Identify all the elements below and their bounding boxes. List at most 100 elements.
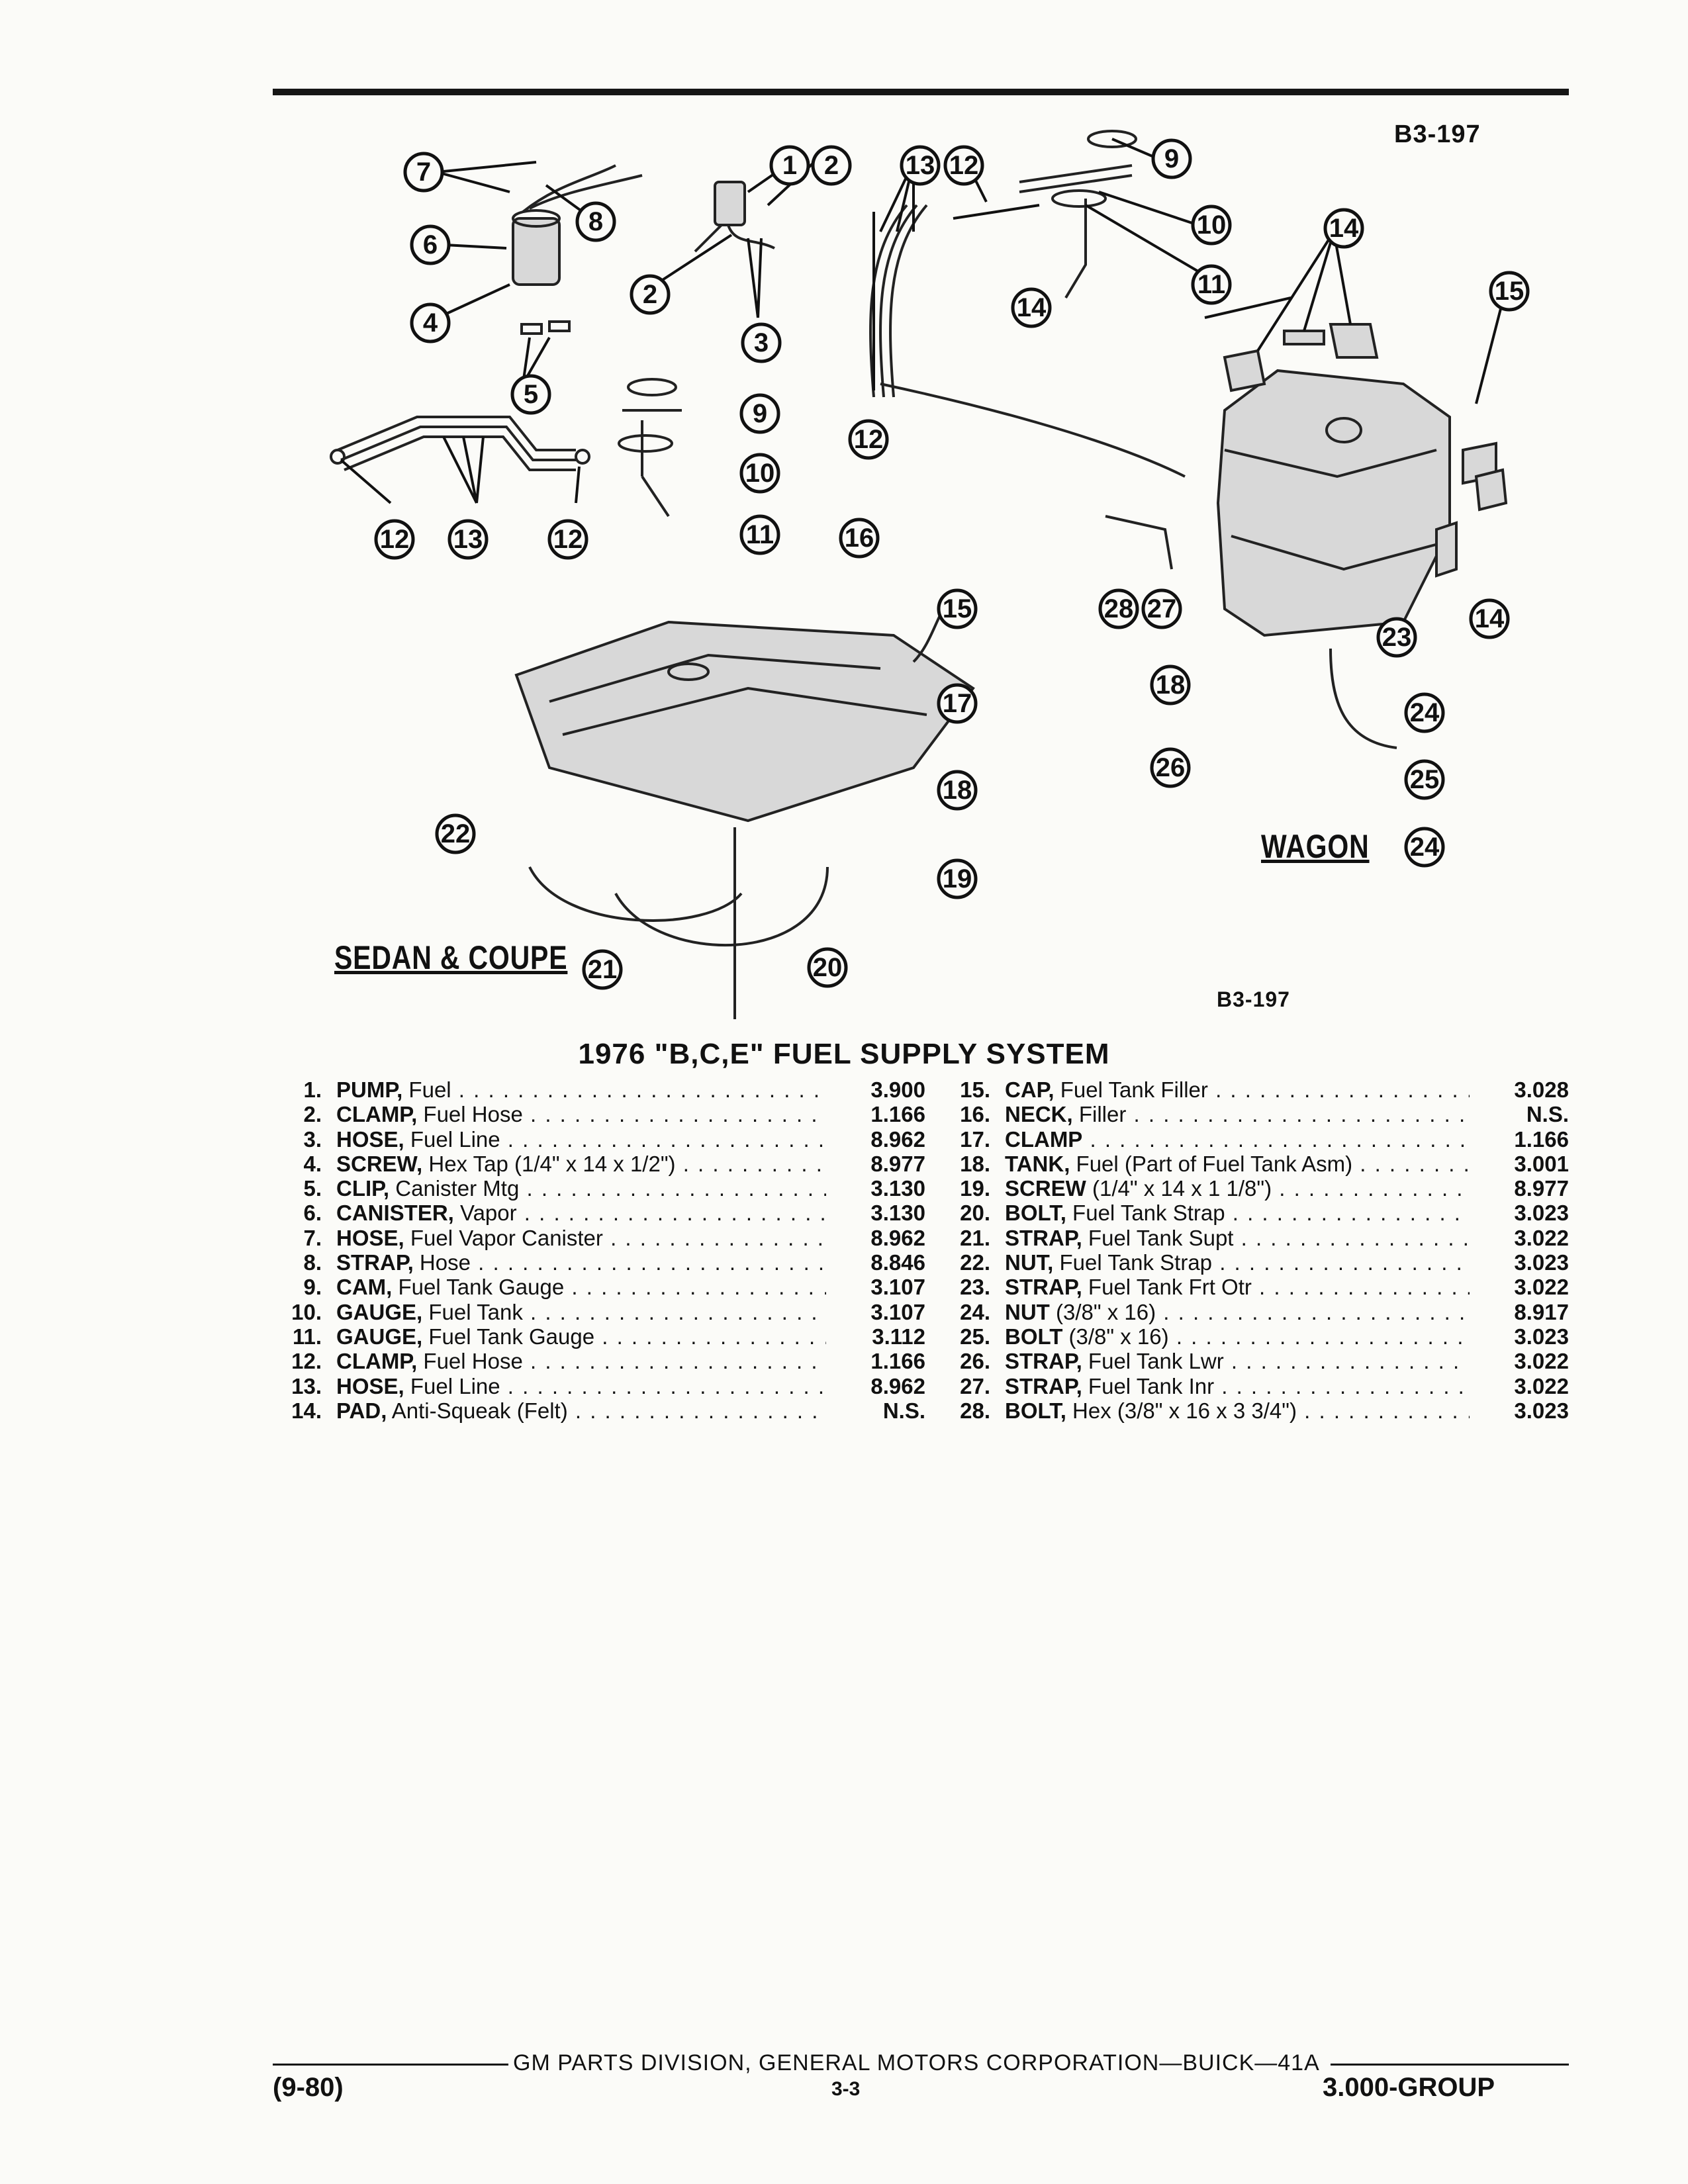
part-description: CLAMP, Fuel Hose <box>336 1102 826 1127</box>
part-keyword: NUT, <box>1005 1250 1054 1275</box>
section-title: 1976 "B,C,E" FUEL SUPPLY SYSTEM <box>578 1038 1110 1070</box>
part-keyword: BOLT, <box>1005 1201 1066 1226</box>
group-number: 3.023 <box>1514 1324 1569 1349</box>
svg-text:9: 9 <box>753 399 767 428</box>
part-description: STRAP, Hose <box>336 1250 826 1275</box>
callout-24-upper: 24 <box>1404 692 1445 733</box>
part-number: 20. <box>960 1201 990 1226</box>
svg-text:24: 24 <box>1410 698 1440 727</box>
part-row: 19.SCREW (1/4" x 14 x 1 1/8")8.977 <box>933 1176 1569 1201</box>
leader-dots <box>1156 1300 1470 1324</box>
svg-text:4: 4 <box>423 308 438 338</box>
callout-26: 26 <box>1150 747 1191 788</box>
part-number: 23. <box>960 1275 990 1300</box>
part-number: 18. <box>960 1151 990 1176</box>
group-number: N.S. <box>882 1398 925 1423</box>
leader-dots <box>568 1398 826 1423</box>
part-keyword: SCREW, <box>336 1151 423 1176</box>
part-number: 8. <box>303 1250 322 1275</box>
part-keyword: BOLT <box>1005 1324 1063 1349</box>
part-description: STRAP, Fuel Tank Frt Otr <box>1005 1275 1470 1300</box>
footer-group: 3.000-GROUP <box>1323 2073 1495 2102</box>
illustration-code-top: B3-197 <box>1394 120 1481 148</box>
part-detail: Hose <box>413 1250 471 1275</box>
leader-dots <box>471 1250 826 1275</box>
group-number: 3.022 <box>1514 1225 1569 1250</box>
part-detail: Fuel Hose <box>417 1102 523 1127</box>
part-detail: Hex Tap (1/4" x 14 x 1/2") <box>422 1151 676 1176</box>
footer-date: (9-80) <box>273 2073 344 2102</box>
callout-12-top: 12 <box>943 145 984 186</box>
callout-14-top: 14 <box>1323 208 1364 249</box>
group-number: 3.107 <box>870 1275 925 1300</box>
callout-12-mid: 12 <box>547 519 588 560</box>
group-number: 3.023 <box>1514 1250 1569 1275</box>
part-description: BOLT, Hex (3/8" x 16 x 3 3/4") <box>1005 1398 1470 1424</box>
leader-dots <box>523 1300 826 1324</box>
part-row: 12.CLAMP, Fuel Hose1.166 <box>265 1349 927 1373</box>
part-detail: Fuel Tank Gauge <box>392 1275 565 1300</box>
group-number: 3.023 <box>1514 1201 1569 1226</box>
callout-9-center: 9 <box>739 393 780 434</box>
part-description: STRAP, Fuel Tank Lwr <box>1005 1349 1470 1374</box>
part-keyword: BOLT, <box>1005 1398 1066 1423</box>
part-description: NECK, Filler <box>1005 1102 1470 1127</box>
part-detail: Fuel Line <box>404 1126 500 1152</box>
callout-13-left: 13 <box>447 519 489 560</box>
svg-text:7: 7 <box>416 158 431 187</box>
callout-14-right: 14 <box>1469 598 1510 639</box>
leader-dots <box>523 1102 826 1126</box>
callout-17: 17 <box>937 683 978 724</box>
leader-dots <box>603 1226 826 1250</box>
part-detail: (3/8" x 16) <box>1062 1324 1169 1349</box>
callout-13-top: 13 <box>900 145 941 186</box>
part-description: BOLT (3/8" x 16) <box>1005 1324 1470 1349</box>
part-row: 15.CAP, Fuel Tank Filler3.028 <box>933 1077 1569 1102</box>
part-row: 8.STRAP, Hose8.846 <box>265 1250 927 1275</box>
group-number: 3.023 <box>1514 1398 1569 1423</box>
leader-dots <box>1208 1077 1470 1102</box>
part-number: 19. <box>960 1176 990 1201</box>
callout-11-wagon: 11 <box>1191 264 1232 305</box>
part-number: 17. <box>960 1126 990 1152</box>
part-number: 4. <box>303 1151 322 1176</box>
part-detail: Fuel (Part of Fuel Tank Asm) <box>1070 1151 1353 1176</box>
part-description: SCREW, Hex Tap (1/4" x 14 x 1/2") <box>336 1152 826 1177</box>
leader-dots <box>451 1077 826 1102</box>
group-number: 3.130 <box>870 1201 925 1226</box>
footer-rule-left <box>273 2064 508 2066</box>
part-keyword: STRAP, <box>1005 1275 1082 1300</box>
footer-publisher: GM PARTS DIVISION, GENERAL MOTORS CORPOR… <box>513 2050 1320 2075</box>
svg-text:19: 19 <box>943 864 972 893</box>
group-number: 8.917 <box>1514 1299 1569 1324</box>
svg-text:14: 14 <box>1475 604 1505 633</box>
part-row: 21.STRAP, Fuel Tank Supt3.022 <box>933 1226 1569 1250</box>
leader-dots <box>1272 1176 1470 1201</box>
svg-text:24: 24 <box>1410 833 1440 862</box>
leader-dots <box>1252 1275 1470 1299</box>
part-detail: Fuel Tank Inr <box>1082 1373 1215 1398</box>
svg-text:12: 12 <box>553 525 583 554</box>
part-description: GAUGE, Fuel Tank Gauge <box>336 1324 826 1349</box>
callout-18-sedan: 18 <box>937 770 978 811</box>
part-row: 11.GAUGE, Fuel Tank Gauge3.112 <box>265 1324 927 1349</box>
group-number: 3.900 <box>870 1077 925 1102</box>
part-detail: Fuel Line <box>404 1373 500 1398</box>
callout-19: 19 <box>937 858 978 899</box>
callout-9-wagon: 9 <box>1151 138 1192 179</box>
part-row: 25.BOLT (3/8" x 16)3.023 <box>933 1324 1569 1349</box>
part-description: BOLT, Fuel Tank Strap <box>1005 1201 1470 1226</box>
part-row: 5.CLIP, Canister Mtg3.130 <box>265 1176 927 1201</box>
part-number: 9. <box>303 1275 322 1300</box>
part-detail: Fuel Tank Lwr <box>1082 1349 1224 1374</box>
part-keyword: CAP, <box>1005 1077 1055 1102</box>
svg-text:18: 18 <box>943 776 972 805</box>
leader-dots <box>1212 1250 1470 1275</box>
part-detail: Fuel Vapor Canister <box>404 1225 603 1250</box>
part-keyword: HOSE, <box>336 1225 404 1250</box>
group-number: N.S. <box>1526 1102 1569 1127</box>
callout-10-wagon: 10 <box>1191 205 1232 246</box>
part-detail: Filler <box>1072 1102 1127 1127</box>
svg-text:18: 18 <box>1156 670 1186 700</box>
